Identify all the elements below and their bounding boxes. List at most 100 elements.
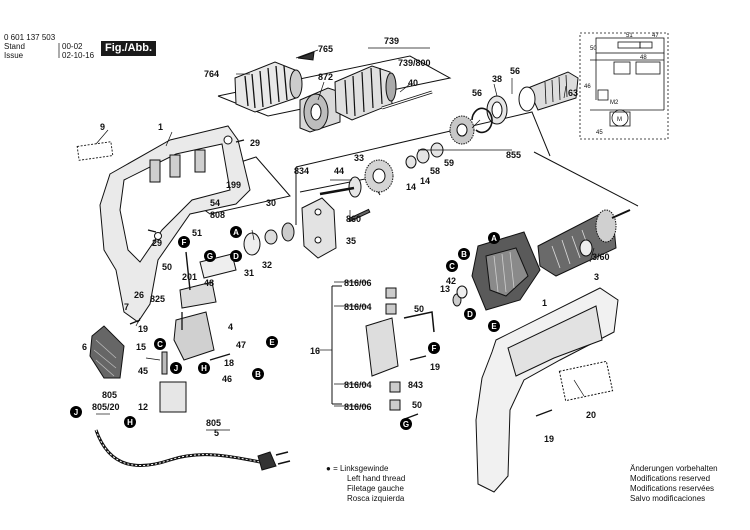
callout-29-top: 29 bbox=[250, 138, 260, 148]
legend-bullet: ● bbox=[326, 464, 331, 473]
note-line-1: Änderungen vorbehalten bbox=[630, 464, 718, 473]
callout-29-mid: 29 bbox=[152, 238, 162, 248]
callout-860: 860 bbox=[346, 214, 361, 224]
callout-32: 32 bbox=[262, 260, 272, 270]
callout-50-top: 50 bbox=[414, 304, 424, 314]
svg-text:F: F bbox=[432, 344, 437, 353]
callout-44: 44 bbox=[334, 166, 344, 176]
svg-text:C: C bbox=[157, 340, 163, 349]
legend-line-3: Filetage gauche bbox=[347, 484, 404, 493]
callout-50-bottom: 50 bbox=[412, 400, 422, 410]
power-cable-part bbox=[94, 429, 291, 471]
marker-e-left: E bbox=[266, 336, 278, 348]
callout-16: 16 bbox=[310, 346, 320, 356]
modifications-note: Änderungen vorbehalten Modifications res… bbox=[630, 464, 718, 504]
callout-50-left: 50 bbox=[162, 262, 172, 272]
marker-c-stator: C bbox=[446, 260, 458, 272]
svg-text:G: G bbox=[207, 252, 213, 261]
svg-text:H: H bbox=[127, 418, 133, 427]
marker-a-stator: A bbox=[488, 232, 500, 244]
issue-label: Issue bbox=[4, 51, 24, 60]
callout-15: 15 bbox=[136, 342, 146, 352]
callout-816-06-top: 816/06 bbox=[344, 278, 372, 288]
callout-63: 63 bbox=[568, 88, 578, 98]
marker-h-left: H bbox=[198, 362, 210, 374]
stand-value: 00-02 bbox=[62, 42, 83, 51]
svg-text:H: H bbox=[201, 364, 207, 373]
legend-line-4: Rosca izquierda bbox=[347, 494, 405, 503]
callout-816-04-bottom: 816/04 bbox=[344, 380, 372, 390]
connection-markers: A F G D E C J H B J H B C A D E F G bbox=[70, 226, 500, 430]
callout-5: 5 bbox=[214, 428, 219, 438]
wiring-schematic bbox=[579, 32, 669, 140]
chuck-key-part bbox=[381, 90, 433, 110]
callout-14-a: 14 bbox=[406, 182, 416, 192]
callout-48: 48 bbox=[204, 278, 214, 288]
callout-805-20: 805/20 bbox=[92, 402, 120, 412]
marker-e-stator: E bbox=[488, 320, 500, 332]
brush-holder-part bbox=[331, 285, 435, 411]
svg-text:B: B bbox=[461, 250, 467, 259]
callout-58: 58 bbox=[430, 166, 440, 176]
legend-line-1: = Linksgewinde bbox=[333, 464, 389, 473]
callout-872: 872 bbox=[318, 72, 333, 82]
callout-1-left: 1 bbox=[158, 122, 163, 132]
switch-assembly-part bbox=[159, 251, 237, 413]
callout-834: 834 bbox=[294, 166, 309, 176]
callout-13: 13 bbox=[440, 284, 450, 294]
schematic-label-50: 50 bbox=[590, 46, 597, 52]
legend-line-2: Left hand thread bbox=[347, 474, 406, 483]
marker-d-left: D bbox=[230, 250, 242, 262]
svg-text:C: C bbox=[449, 262, 455, 271]
callout-18: 18 bbox=[224, 358, 234, 368]
callout-59: 59 bbox=[444, 158, 454, 168]
marker-f-left: F bbox=[178, 236, 190, 248]
schematic-label-48: 48 bbox=[640, 55, 647, 61]
schematic-label-45: 45 bbox=[596, 130, 603, 136]
callout-199: 199 bbox=[226, 180, 241, 190]
callout-31: 31 bbox=[244, 268, 254, 278]
housing-left-part bbox=[99, 125, 251, 323]
callout-12: 12 bbox=[138, 402, 148, 412]
field-stator-part bbox=[452, 231, 541, 311]
housing-right-part bbox=[475, 287, 619, 493]
callout-40: 40 bbox=[408, 78, 418, 88]
schematic-label-m2: M2 bbox=[610, 100, 619, 106]
callout-765: 765 bbox=[318, 44, 333, 54]
gear-plate-part bbox=[243, 197, 337, 259]
svg-text:A: A bbox=[491, 234, 497, 243]
marker-j-cable: J bbox=[70, 406, 82, 418]
armature-part bbox=[537, 209, 631, 277]
callout-805-top: 805 bbox=[102, 390, 117, 400]
svg-text:B: B bbox=[255, 370, 261, 379]
callout-19-mid: 19 bbox=[430, 362, 440, 372]
callout-35: 35 bbox=[346, 236, 356, 246]
callout-825: 825 bbox=[150, 294, 165, 304]
svg-text:J: J bbox=[174, 364, 178, 373]
schematic-label-m: M bbox=[617, 117, 622, 123]
callout-855: 855 bbox=[506, 150, 521, 160]
note-line-4: Salvo modificaciones bbox=[630, 494, 706, 503]
callout-805-bottom: 805 bbox=[206, 418, 221, 428]
callout-30: 30 bbox=[266, 198, 276, 208]
callout-45: 45 bbox=[138, 366, 148, 376]
schematic-label-46: 46 bbox=[584, 84, 591, 90]
callout-19-left: 19 bbox=[138, 324, 148, 334]
callout-46: 46 bbox=[222, 374, 232, 384]
svg-text:D: D bbox=[467, 310, 473, 319]
note-line-3: Modifications reservées bbox=[630, 484, 715, 493]
callout-739-800: 739/800 bbox=[398, 58, 431, 68]
svg-text:J: J bbox=[74, 408, 78, 417]
marker-g-brush: G bbox=[400, 418, 412, 430]
leader-lines bbox=[95, 47, 595, 431]
callout-3-60: 3/60 bbox=[592, 252, 610, 262]
chuck-part bbox=[234, 51, 315, 113]
svg-text:G: G bbox=[403, 420, 409, 429]
callout-3: 3 bbox=[594, 272, 599, 282]
svg-text:A: A bbox=[233, 228, 239, 237]
callout-808: 808 bbox=[210, 210, 225, 220]
callout-33: 33 bbox=[354, 153, 364, 163]
marker-f-brush: F bbox=[428, 342, 440, 354]
